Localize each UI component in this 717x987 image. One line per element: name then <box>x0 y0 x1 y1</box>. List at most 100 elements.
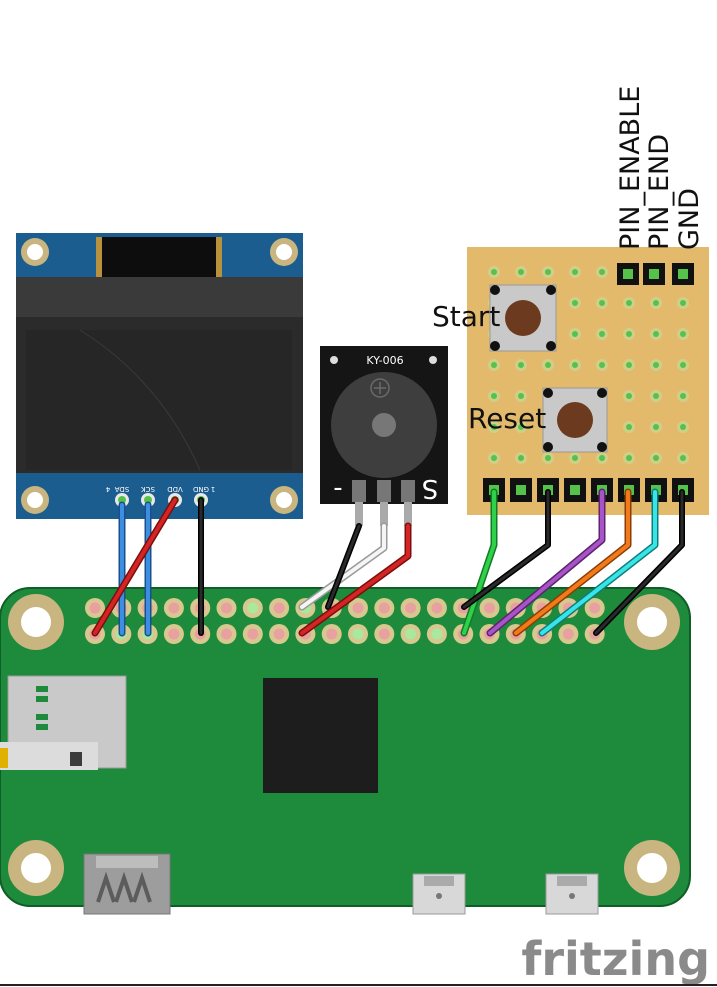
perfboard-connector-pin-end <box>643 263 665 285</box>
perfboard-hole <box>650 359 662 371</box>
wire-buzzer-white <box>298 522 388 611</box>
perfboard-hole <box>677 359 689 371</box>
perfboard-hole <box>623 297 635 309</box>
gpio-pin <box>242 598 263 618</box>
perfboard-hole <box>677 390 689 402</box>
buzzer-pins <box>352 480 415 526</box>
gpio-pin <box>163 624 184 644</box>
gpio-pin <box>348 598 368 618</box>
wire-buzzer-red <box>298 522 412 637</box>
gpio-pin <box>269 598 290 618</box>
perfboard-hole <box>488 452 500 464</box>
start-button-label: Start <box>432 300 500 333</box>
oled-display-module: 4 SDA SCK VDD GND 1 <box>16 233 303 519</box>
sd-card-slot <box>0 675 127 770</box>
wire-purple <box>486 488 606 637</box>
perfboard-hole <box>623 328 635 340</box>
oled-pin-number-1: 1 <box>211 485 215 493</box>
reset-button-label: Reset <box>468 402 546 435</box>
oled-pin-label-vdd: VDD <box>167 485 183 493</box>
gpio-pin <box>374 598 395 618</box>
perfboard-hole <box>596 452 608 464</box>
perfboard-hole <box>650 390 662 402</box>
wire-start-black <box>461 489 551 610</box>
gpio-pin <box>426 598 447 618</box>
perfboard-hole <box>515 390 527 402</box>
perfboard-hole <box>542 452 554 464</box>
gpio-pin <box>216 598 237 618</box>
mounting-hole <box>8 840 64 896</box>
perfboard-hole <box>596 266 608 278</box>
gpio-pin <box>216 624 237 644</box>
mounting-hole <box>624 594 680 650</box>
perfboard-hole <box>542 266 554 278</box>
mounting-hole <box>624 840 680 896</box>
micro-usb-port <box>545 873 599 915</box>
buzzer-module: KY-006 - S <box>320 346 448 526</box>
perfboard-hole <box>515 421 527 433</box>
start-button[interactable] <box>489 284 557 352</box>
perfboard-hole <box>677 297 689 309</box>
perfboard-hole <box>488 266 500 278</box>
perfboard-hole <box>515 359 527 371</box>
buzzer-model-label: KY-006 <box>366 354 403 367</box>
perfboard-hole <box>596 359 608 371</box>
connector-label-pin-end: PIN_END <box>644 134 675 250</box>
connector-label-pin-enable: PIN_ENABLE <box>615 86 646 250</box>
perfboard <box>467 247 709 515</box>
gpio-pin <box>242 624 263 644</box>
perfboard-hole <box>569 359 581 371</box>
perfboard-hole <box>623 421 635 433</box>
perfboard-connector-pin-enable <box>617 263 639 285</box>
perfboard-hole <box>515 452 527 464</box>
raspberry-pi-zero <box>0 587 691 915</box>
oled-pin-number-4: 4 <box>105 485 110 493</box>
perfboard-hole <box>596 328 608 340</box>
oled-screen <box>26 330 292 470</box>
oled-pin-label-gnd: GND <box>193 485 209 493</box>
perfboard-hole <box>677 328 689 340</box>
gpio-pin <box>321 624 342 644</box>
perfboard-hole <box>650 328 662 340</box>
perfboard-hole <box>623 359 635 371</box>
perfboard-hole <box>623 452 635 464</box>
perfboard-hole <box>542 359 554 371</box>
perfboard-hole <box>677 421 689 433</box>
wire-buzzer-black <box>325 523 362 610</box>
perfboard-hole <box>596 297 608 309</box>
perfboard-hole <box>677 452 689 464</box>
gpio-pin <box>374 624 395 644</box>
wire-gnd-black <box>593 489 685 636</box>
perfboard-connector-gnd <box>672 263 694 285</box>
perfboard-hole <box>623 390 635 402</box>
cpu-chip <box>263 678 378 793</box>
reset-button[interactable] <box>542 387 608 453</box>
gpio-pin <box>85 598 105 618</box>
perfboard-hole <box>515 266 527 278</box>
perfboard-header-pin <box>510 478 532 502</box>
wire-vdd-red <box>91 496 179 637</box>
gpio-pin <box>426 624 447 644</box>
oled-pin-label-sda: SDA <box>115 485 130 493</box>
perfboard-hole <box>569 266 581 278</box>
perfboard-hole <box>569 297 581 309</box>
perfboard-hole <box>569 452 581 464</box>
gpio-pin <box>163 598 184 618</box>
perfboard-hole <box>569 328 581 340</box>
gpio-pin <box>558 624 579 644</box>
wire-green <box>460 488 498 637</box>
micro-usb-port <box>412 873 466 915</box>
mounting-hole <box>8 594 64 650</box>
connector-label-gnd: GND <box>674 188 705 250</box>
perfboard-hole <box>488 359 500 371</box>
perfboard-hole <box>650 452 662 464</box>
gpio-pin <box>400 624 421 644</box>
perfboard-hole <box>488 421 500 433</box>
buzzer-signal-label: S <box>422 473 439 503</box>
gpio-pin <box>269 624 290 644</box>
buzzer-minus-label: - <box>333 473 342 503</box>
perfboard-hole <box>650 421 662 433</box>
oled-pin-label-sck: SCK <box>141 485 155 493</box>
wires <box>91 488 685 637</box>
